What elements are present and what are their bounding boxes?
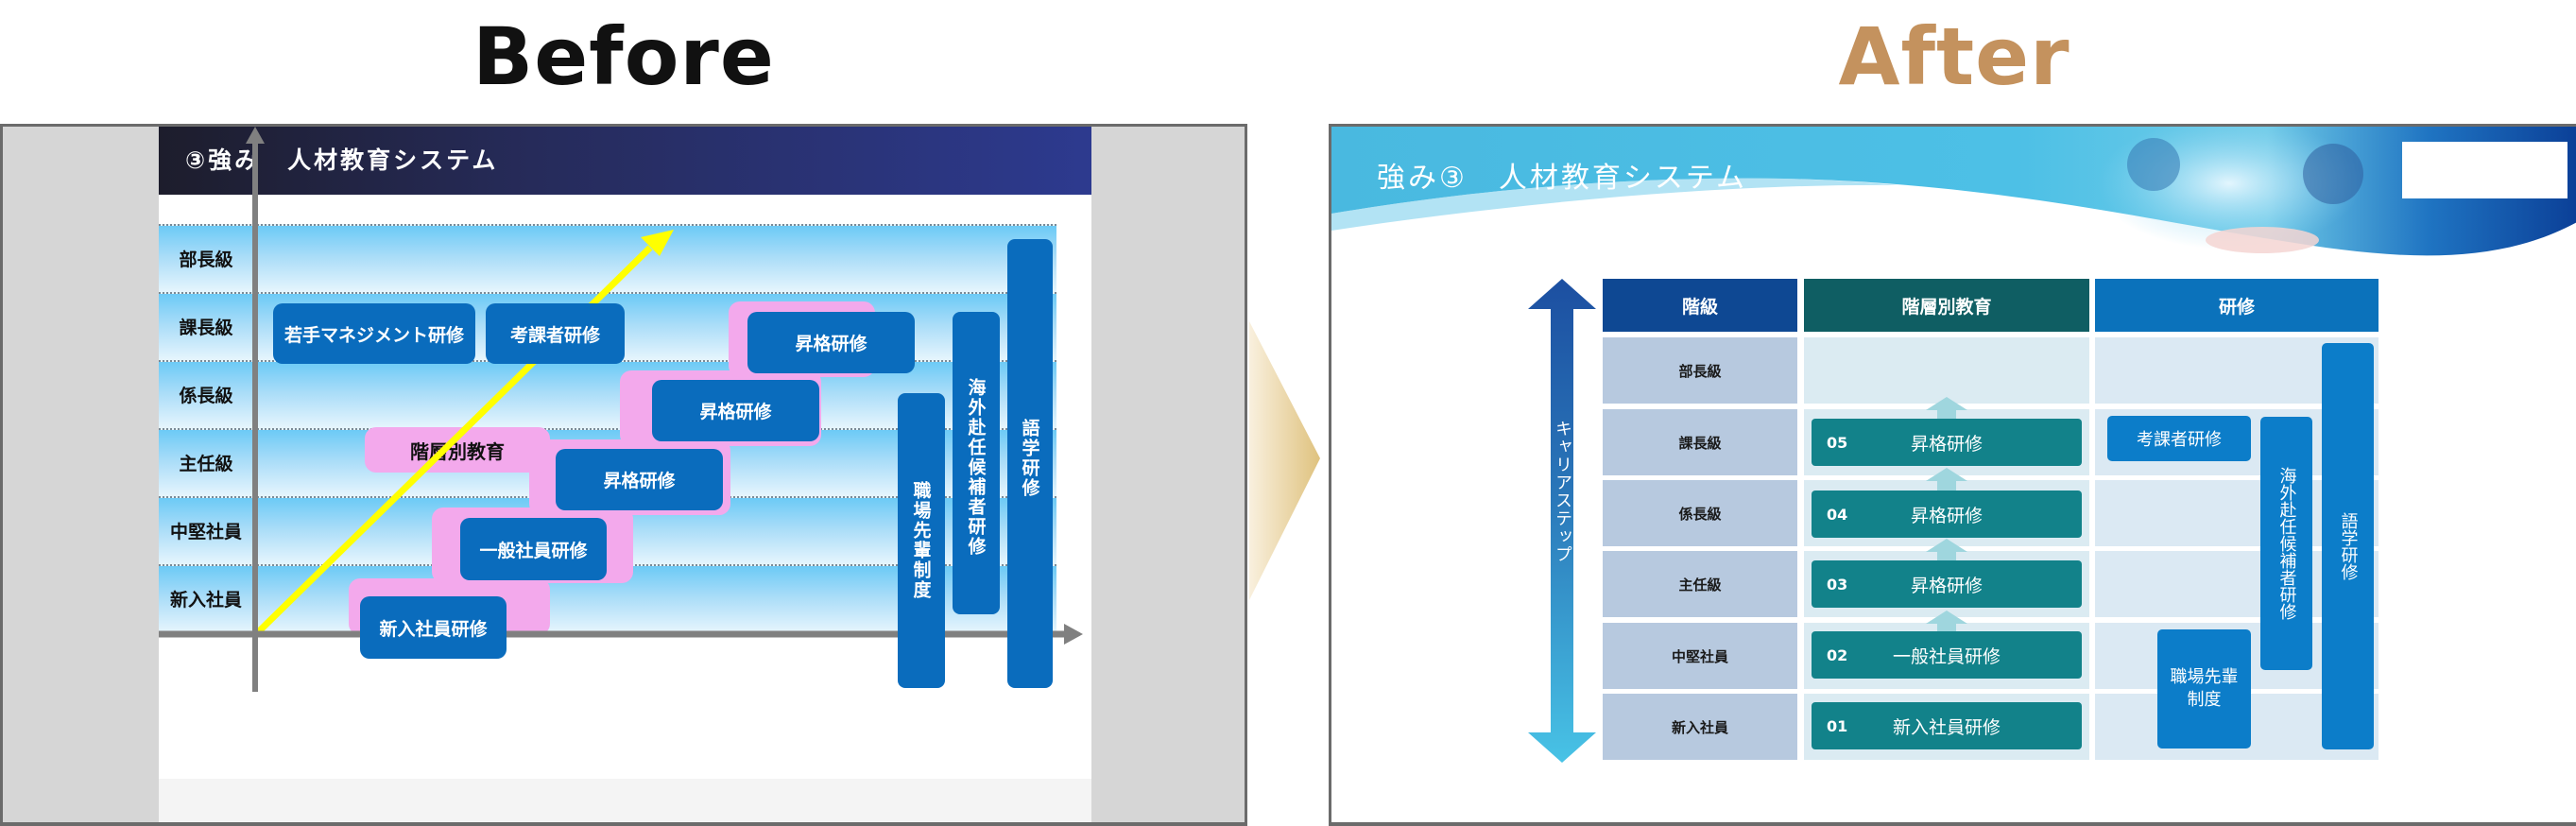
- tier-step-03: 昇格研修 03: [1812, 560, 2082, 608]
- tier-step-2: 一般社員研修: [460, 518, 607, 580]
- before-slide-header: ③強み 人材教育システム: [159, 127, 1091, 195]
- grade-label: 主任級: [179, 454, 233, 474]
- after-label: After: [1838, 10, 2070, 103]
- logo-placeholder: [2402, 142, 2567, 198]
- step-label: 昇格研修: [1910, 433, 1983, 455]
- before-label: Before: [472, 10, 775, 103]
- career-step-label: キャリアステップ: [1553, 420, 1572, 563]
- step-number: 04: [1827, 505, 1848, 524]
- step-up-arrow-icon: [1926, 539, 1967, 571]
- evaluator-training: 考課者研修: [2107, 416, 2251, 461]
- grade-label: 係長級: [179, 386, 233, 406]
- before-slide-footer: [159, 779, 1091, 822]
- step-label: 昇格研修: [1910, 505, 1983, 526]
- grade-cell: 中堅社員: [1603, 623, 1797, 689]
- after-panel: 強み③ 人材教育システム キャリアステップ 階級 階層別教育 研修 部長級 課長…: [1329, 124, 2576, 826]
- tier-step-05: 昇格研修 05: [1812, 419, 2082, 466]
- grade-cell: 課長級: [1603, 409, 1797, 475]
- overseas-training: 海外赴任候補者研修: [953, 312, 1000, 614]
- career-step-arrow: [1528, 279, 1596, 763]
- tier-step-1: 新入社員研修: [360, 596, 507, 659]
- transition-chevron-icon: [1249, 321, 1320, 600]
- step-label: 昇格研修: [1910, 575, 1983, 596]
- hand-illustration: [2206, 227, 2319, 253]
- grade-label: 新入社員: [169, 590, 242, 611]
- grade-label: 中堅社員: [169, 522, 242, 542]
- tier-cell: [1804, 337, 2089, 404]
- mentor-system: 職場先輩制度: [2157, 629, 2251, 749]
- tier-step-4: 昇格研修: [652, 380, 819, 441]
- step-label: 新入社員研修: [1892, 716, 2001, 738]
- step-up-arrow-icon: [1926, 611, 1967, 643]
- column-header-grade: 階級: [1603, 279, 1797, 332]
- grade-cell: 部長級: [1603, 337, 1797, 404]
- before-slide-title: ③強み 人材教育システム: [185, 146, 499, 174]
- grade-label: 部長級: [179, 250, 233, 270]
- tier-step-02: 一般社員研修 02: [1812, 631, 2082, 679]
- step-number: 05: [1827, 433, 1848, 452]
- language-training: 語学研修: [1007, 239, 1053, 688]
- step-number: 01: [1827, 716, 1848, 735]
- column-header-training: 研修: [2095, 279, 2379, 332]
- evaluator-training: 考課者研修: [486, 303, 625, 364]
- step-up-arrow-icon: [1926, 397, 1967, 429]
- before-panel: ③強み 人材教育システム 部長級 課長級 係長級 主任級 中堅社員 新入社員 階…: [0, 124, 1247, 826]
- language-training: 語学研修: [2322, 343, 2374, 749]
- step-number: 02: [1827, 645, 1848, 664]
- tier-step-04: 昇格研修 04: [1812, 490, 2082, 538]
- tier-step-3: 昇格研修: [556, 449, 723, 510]
- grade-cell: 係長級: [1603, 480, 1797, 546]
- step-number: 03: [1827, 575, 1848, 594]
- young-management-training: 若手マネジメント研修: [273, 303, 475, 364]
- column-header-tier-education: 階層別教育: [1804, 279, 2089, 332]
- growth-arrow-head: [641, 230, 674, 256]
- before-slide: ③強み 人材教育システム 部長級 課長級 係長級 主任級 中堅社員 新入社員 階…: [159, 127, 1091, 822]
- tier-step-5: 昇格研修: [747, 312, 915, 373]
- grade-cell: 新入社員: [1603, 694, 1797, 760]
- step-up-arrow-icon: [1926, 468, 1967, 500]
- grade-cell: 主任級: [1603, 551, 1797, 617]
- tier-step-01: 新入社員研修 01: [1812, 702, 2082, 749]
- before-row: 部長級: [159, 224, 1056, 292]
- mentor-system: 職場先輩制度: [898, 393, 945, 688]
- grade-label: 課長級: [179, 318, 233, 338]
- x-axis-arrowhead: [1064, 624, 1083, 645]
- after-slide-banner: [1331, 127, 2576, 256]
- y-axis-arrowhead: [246, 127, 265, 144]
- step-label: 一般社員研修: [1892, 645, 2001, 667]
- overseas-training: 海外赴任候補者研修: [2260, 417, 2312, 670]
- after-slide-title: 強み③ 人材教育システム: [1377, 162, 1747, 195]
